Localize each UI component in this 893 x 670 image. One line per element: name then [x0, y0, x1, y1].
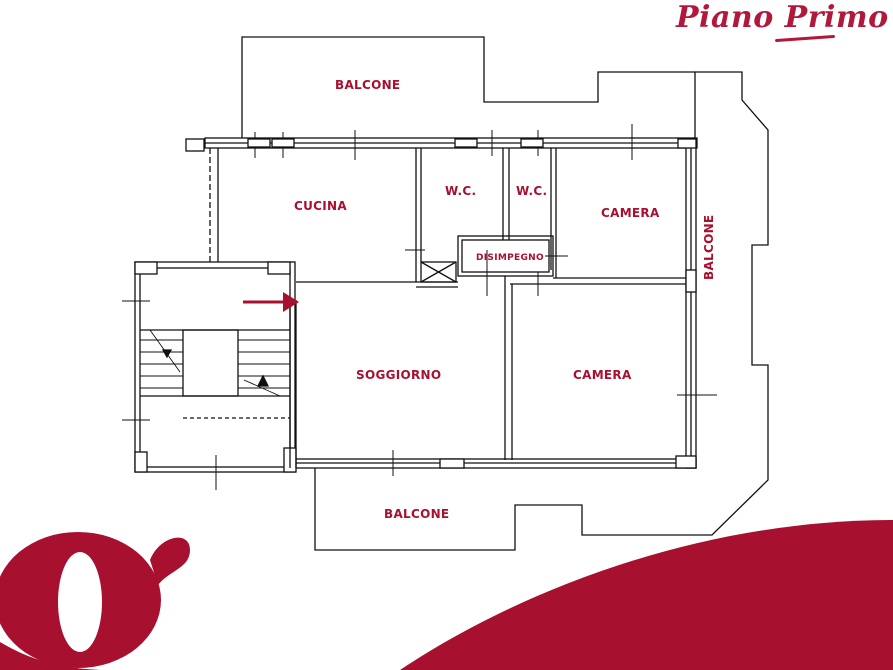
balcony-right-outline — [314, 71, 769, 551]
room-label-wc-1: W.C. — [445, 184, 477, 198]
room-label-camera-bottom: CAMERA — [573, 368, 632, 382]
decorative-wave — [400, 520, 893, 670]
room-label-camera-top: CAMERA — [601, 206, 660, 220]
room-label-disimpegno: DISIMPEGNO — [476, 253, 544, 263]
room-label-soggiorno: SOGGIORNO — [356, 368, 442, 382]
room-label-balcone-right: BALCONE — [702, 214, 716, 280]
room-label-cucina: CUCINA — [294, 199, 347, 213]
room-label-wc-2: W.C. — [516, 184, 548, 198]
agency-logo-icon — [0, 532, 190, 670]
room-label-balcone-bottom: BALCONE — [384, 507, 450, 521]
room-label-balcone-top: BALCONE — [335, 78, 401, 92]
entrance-arrow-icon — [243, 292, 299, 312]
page-title: Piano Primo — [676, 0, 889, 35]
stairwell — [134, 261, 296, 473]
balcony-top-outline — [241, 36, 696, 140]
